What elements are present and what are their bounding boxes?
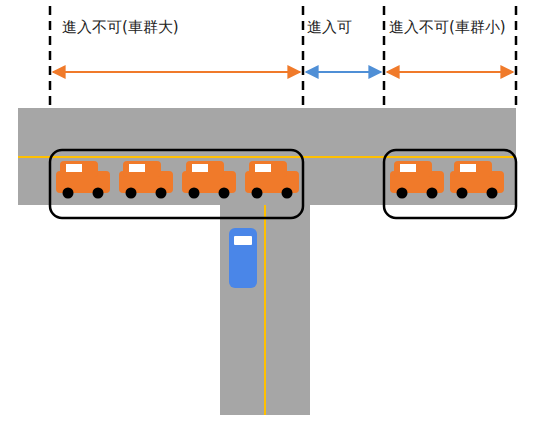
- range-arrow: [306, 71, 381, 73]
- vehicle: [450, 161, 504, 199]
- side-road: [220, 200, 310, 415]
- vehicle-group: [50, 150, 303, 218]
- waiting-car: [229, 228, 257, 288]
- region-label: 進入不可(車群大): [62, 18, 179, 36]
- center-line: [18, 156, 516, 158]
- center-line: [264, 205, 266, 415]
- boundary-lines: [50, 6, 516, 108]
- vehicle: [119, 161, 173, 199]
- range-arrow: [387, 71, 513, 73]
- range-arrow: [53, 71, 300, 73]
- region-label: 進入不可(車群小): [389, 18, 506, 36]
- vehicle: [56, 161, 110, 199]
- vehicle: [182, 161, 236, 199]
- vehicle-group: [384, 150, 516, 218]
- vehicle: [390, 161, 444, 199]
- main-road: [18, 108, 516, 205]
- region-label: 進入可: [307, 18, 352, 36]
- vehicle: [245, 161, 299, 199]
